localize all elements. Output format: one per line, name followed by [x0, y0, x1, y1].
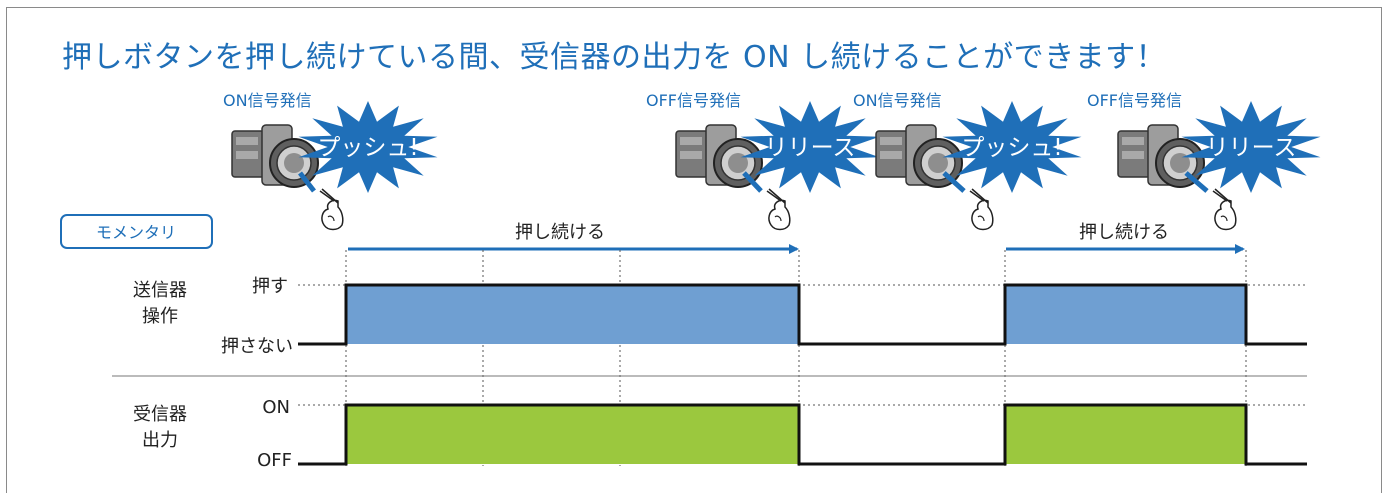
receiver-pulse-1 [346, 405, 799, 464]
receiver-pulse-2 [1005, 405, 1246, 464]
transmitter-low-label: 押さない [221, 336, 293, 357]
push-direction-arrow [1184, 171, 1209, 193]
event-caption: ON信号発信 [223, 91, 312, 110]
mode-badge [60, 214, 213, 249]
push-direction-arrow [942, 171, 966, 193]
row-name-transmitter-line1: 送信器 [133, 280, 187, 301]
event-caption: ON信号発信 [853, 91, 942, 110]
diagram-frame [6, 7, 1382, 493]
row-name-transmitter-line2: 操作 [142, 306, 178, 327]
row-name-receiver-line2: 出力 [142, 430, 178, 451]
page-title: 押しボタンを押し続けている間、受信器の出力を ON し続けることができます！ [62, 40, 1167, 75]
row-name-receiver-line1: 受信器 [133, 404, 187, 425]
pointing-finger-icon [766, 188, 791, 231]
burst-label: リリース [1206, 135, 1297, 161]
hold-label-1: 押し続ける [515, 222, 605, 243]
transmitter-pulse-2 [1005, 285, 1246, 344]
starburst-icon [298, 101, 438, 193]
receiver-waveform [298, 403, 1307, 466]
push-direction-arrow [298, 171, 316, 193]
burst-label: プッシュ! [961, 135, 1062, 161]
event-caption: OFF信号発信 [646, 91, 741, 110]
transmitter-pulse-1 [346, 285, 799, 344]
starburst-icon [740, 101, 880, 193]
receiver-high-label: ON [262, 397, 290, 418]
pointing-finger-icon [969, 188, 994, 231]
burst-label: プッシュ! [317, 135, 418, 161]
push-direction-arrow [742, 171, 763, 193]
event-caption: OFF信号発信 [1087, 91, 1182, 110]
pointing-finger-icon [1212, 188, 1237, 231]
starburst-icon [942, 101, 1082, 193]
hold-label-2: 押し続ける [1079, 222, 1169, 243]
starburst-icon [1181, 101, 1321, 193]
receiver-low-label: OFF [257, 450, 292, 471]
transmitter-waveform [298, 283, 1307, 346]
transmitter-high-label: 押す [252, 276, 288, 297]
burst-label: リリース [765, 135, 856, 161]
pointing-finger-icon [319, 188, 344, 231]
mode-label: モメンタリ [96, 223, 176, 242]
